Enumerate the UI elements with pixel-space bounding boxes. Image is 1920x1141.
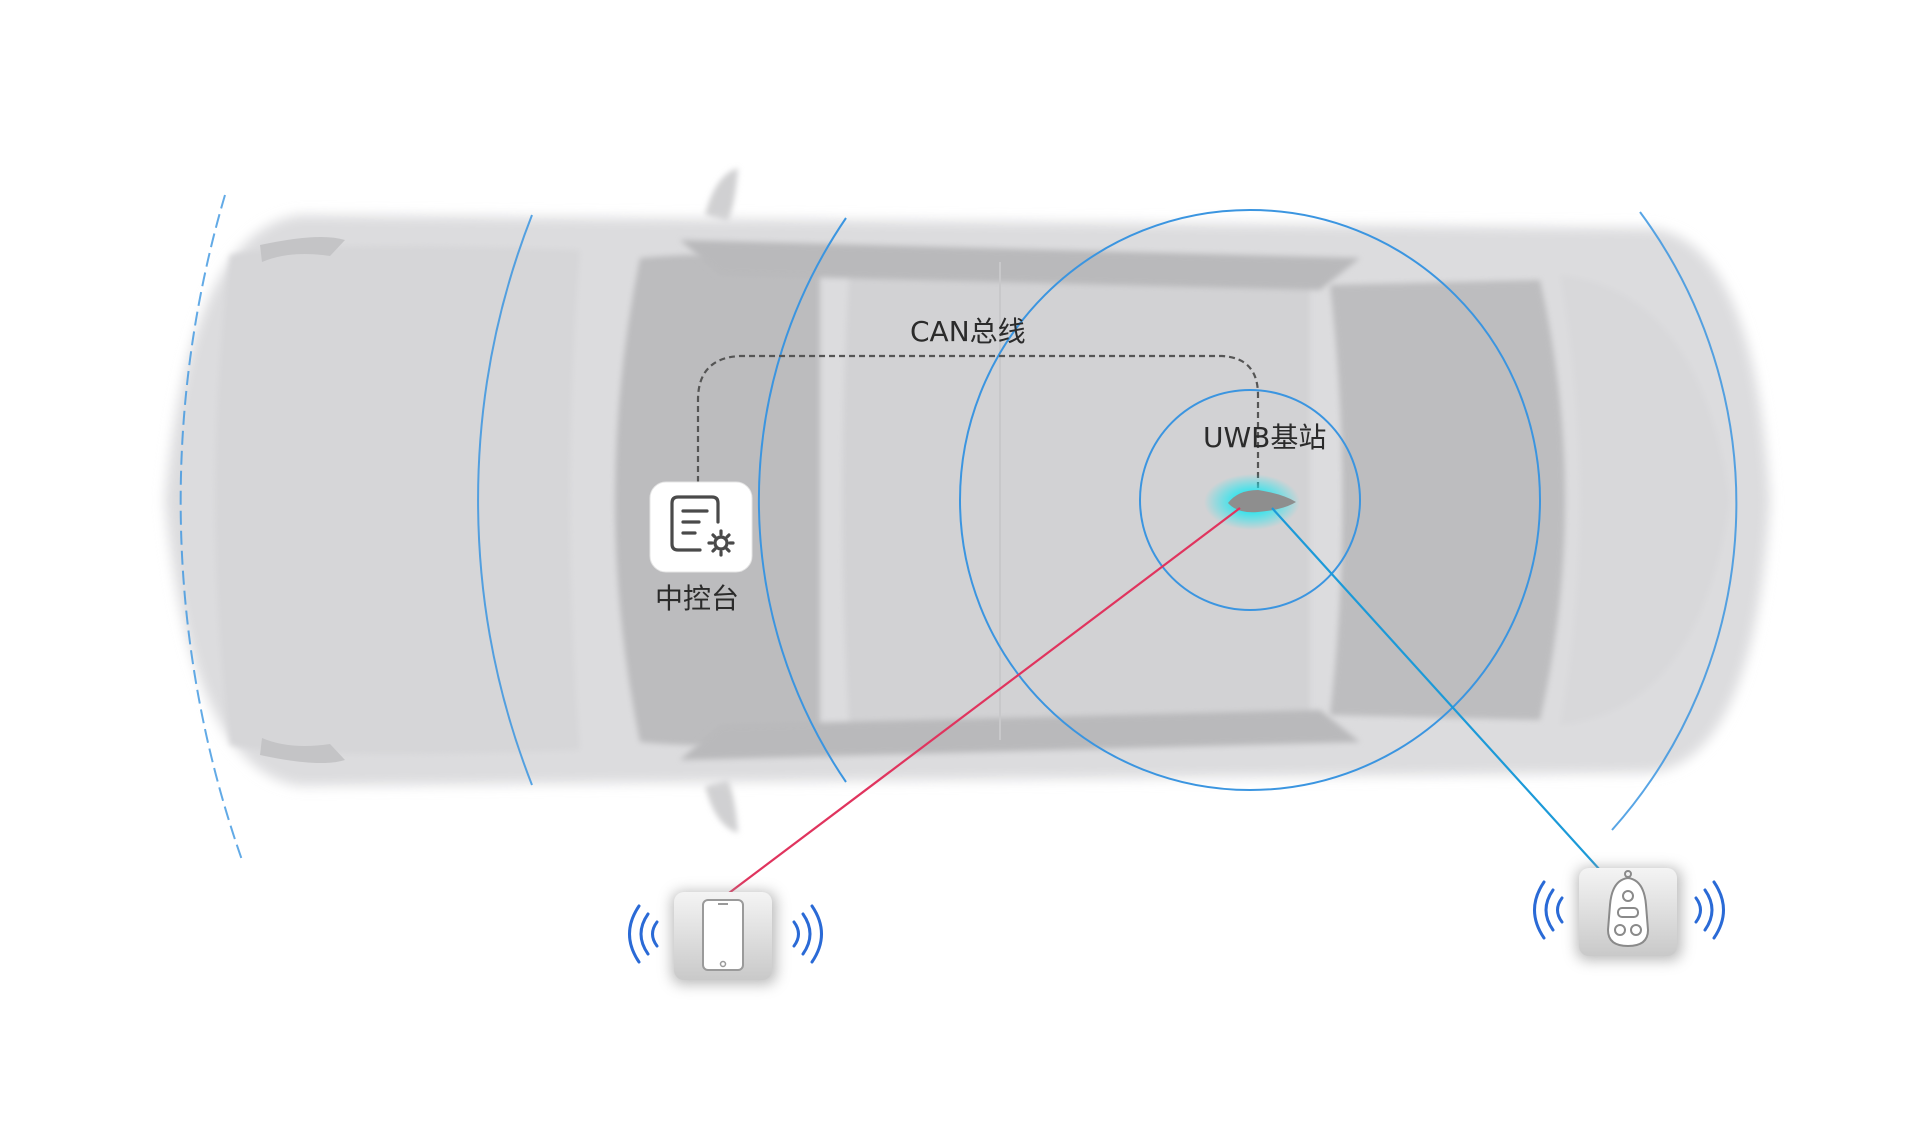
console-tile[interactable] (649, 481, 753, 573)
uwb-ring-middle (959, 209, 1541, 791)
phone-device[interactable] (672, 892, 776, 984)
smartphone-icon (702, 899, 744, 971)
signal-waves-icon (1533, 880, 1725, 940)
signal-waves-icon (628, 904, 823, 964)
uwb-ring-outer-1 (757, 217, 847, 783)
uwb-signal-rings (179, 194, 1738, 861)
uwb-ring-outer-3 (179, 194, 243, 861)
uwb-ring-inner (1139, 389, 1361, 611)
key-fob-link-line (1271, 507, 1601, 871)
car-key-fob-icon (1606, 870, 1650, 948)
console-settings-icon (670, 495, 735, 557)
can-bus-label: CAN总线 (910, 315, 1026, 348)
uwb-ring-outer-2 (477, 214, 533, 786)
can-bus-line (696, 354, 1260, 490)
phone-link-line (724, 507, 1241, 897)
uwb-ring-right-arc (1611, 211, 1738, 831)
car-top-view-icon (165, 168, 1770, 833)
uwb-station-label: UWB基站 (1203, 421, 1326, 454)
key-fob-device[interactable] (1577, 868, 1681, 960)
console-label: 中控台 (655, 582, 739, 615)
